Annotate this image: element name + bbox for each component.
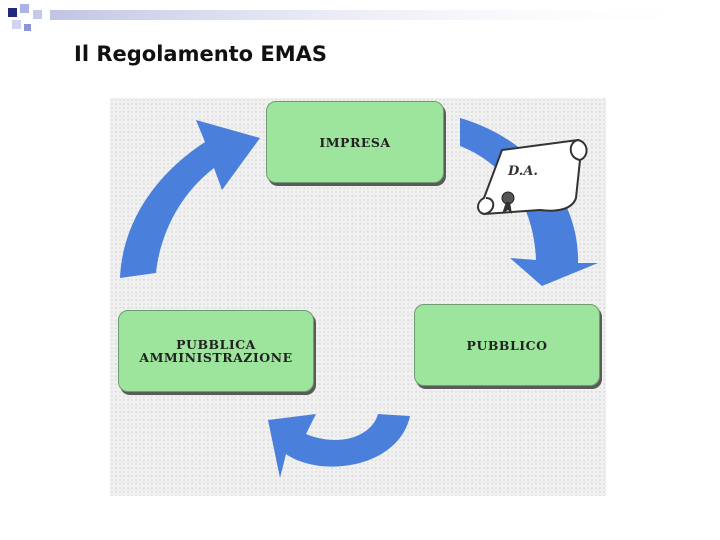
cycle-arrow-icon [268, 414, 410, 478]
scroll-label: D.A. [508, 164, 538, 179]
emas-diagram: D.A. IMPRESA PUBBLICO PUBBLICA AMMINISTR… [110, 98, 606, 496]
slide-title: Il Regolamento EMAS [74, 42, 328, 66]
corner-decoration [8, 4, 720, 31]
cycle-arrow-icon [120, 120, 260, 278]
seal-icon [501, 191, 515, 214]
node-pa-label: PUBBLICA AMMINISTRAZIONE [139, 337, 293, 365]
node-impresa: IMPRESA [266, 101, 444, 183]
node-pubblica-amministrazione: PUBBLICA AMMINISTRAZIONE [118, 310, 314, 392]
cycle-arrows [120, 118, 598, 478]
node-impresa-label: IMPRESA [319, 134, 391, 150]
node-pubblico: PUBBLICO [414, 304, 600, 386]
node-pubblico-label: PUBBLICO [466, 337, 548, 353]
